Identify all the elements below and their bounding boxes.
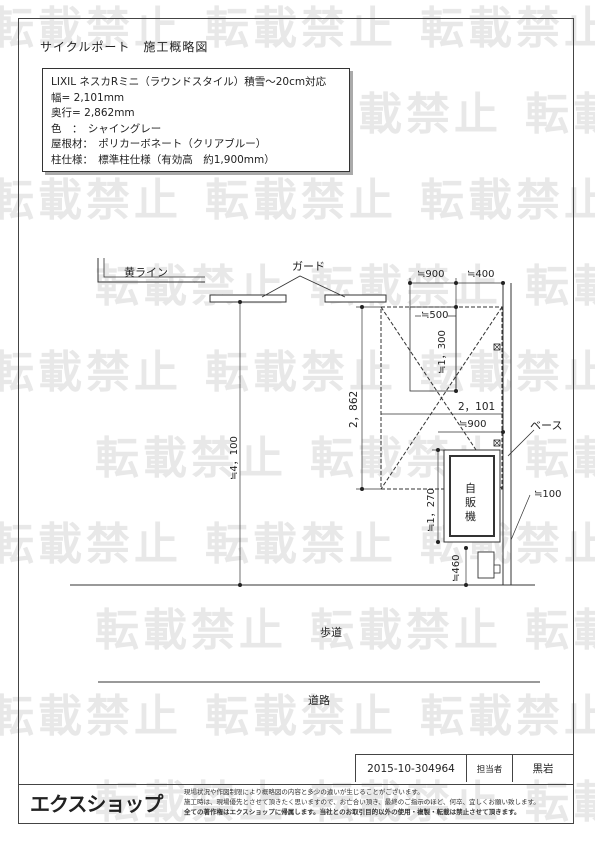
footer-notes: 現場状況や作図制限により概略図の内容と多少の違いが生じることがございます。 施工…: [184, 787, 540, 817]
yellow-line-shape: [97, 258, 205, 283]
spec-box: LIXIL ネスカRミニ（ラウンドスタイル）積雪～20cm対応 幅= 2,101…: [42, 68, 350, 172]
dim-900-top-line: [409, 278, 457, 310]
spec-line-width: 幅= 2,101mm: [51, 91, 125, 104]
footer-note: 施工時は、現場優先とさせて頂きたく思いますので、お亡合い頂き、最終のご指示のほど…: [184, 798, 540, 806]
dim-4100-label: ≒4，100: [229, 436, 240, 480]
spec-line-depth: 奥行= 2,862mm: [51, 107, 135, 119]
dim-dot: [501, 281, 505, 285]
dim-dot: [464, 583, 468, 587]
base-leader: [507, 429, 535, 457]
vending-machine: [443, 449, 501, 543]
footer: [18, 784, 574, 825]
dim-900-mid-label: ≒900: [459, 419, 487, 430]
yellow-line-shape-inner: [103, 258, 205, 278]
footer-note: 全ての著作権はエクスショップに帰属します。当社とのお取引目的以外の使用・複製・転…: [184, 808, 521, 816]
dim-1300-label: ≒1，300: [437, 330, 448, 374]
dim-2101-label: 2，101: [458, 401, 496, 413]
spec-line-color: 色 ： シャイングレー: [51, 122, 162, 135]
vending-machine-inner: [449, 455, 495, 537]
spec-line-post: 柱仕様： 標準柱仕様（有効高 約1,900mm）: [51, 153, 275, 166]
yellow-line-label: 黄ライン: [124, 266, 168, 279]
person-label: 担当者: [466, 755, 512, 782]
dim-400-top-label: ≒400: [467, 269, 495, 280]
small-unit-foot: [493, 564, 501, 574]
company-logo: エクスショップ: [30, 792, 163, 816]
vending-machine-label: 自 販 機: [465, 482, 476, 523]
dim-dot: [501, 430, 505, 434]
dim-dot: [436, 540, 440, 544]
footer-note: 現場状況や作図制限により概略図の内容と多少の違いが生じることがございます。: [184, 788, 424, 796]
dim-2862-label: 2，862: [348, 390, 360, 428]
dim-900-top-label: ≒900: [417, 269, 445, 280]
doc-info-box: 2015-10-304964 担当者 黒岩: [355, 754, 574, 782]
drawing-frame: [18, 18, 574, 824]
dim-dot: [238, 583, 242, 587]
guard-right: [324, 294, 387, 303]
sidewalk-label: 歩道: [320, 626, 342, 639]
dim-dot: [360, 487, 364, 491]
carport-diagonal-2: [380, 306, 503, 490]
spec-line-product: LIXIL ネスカRミニ（ラウンドスタイル）積雪～20cm対応: [51, 76, 327, 88]
dim-dot: [454, 281, 458, 285]
dim-dot: [454, 305, 458, 309]
dim-100-leader: [510, 494, 531, 541]
dim-1270-label: ≒1，270: [426, 488, 437, 532]
guard-leader: [261, 275, 346, 298]
guard-label: ガード: [292, 260, 325, 273]
dim-dot: [436, 448, 440, 452]
dim-460-label: ≒460: [451, 554, 462, 582]
page-title: サイクルポート 施工概略図: [40, 40, 209, 54]
dim-dot: [238, 300, 242, 304]
dim-500-label: ≒500: [421, 310, 449, 321]
dim-dot: [408, 281, 412, 285]
dim-dot: [464, 546, 468, 550]
dim-dot: [360, 305, 364, 309]
doc-id: 2015-10-304964: [367, 762, 455, 775]
spec-line-roof: 屋根材： ポリカーボネート（クリアブルー）: [51, 138, 267, 150]
person-name: 黒岩: [512, 755, 573, 782]
dim-dot: [454, 389, 458, 393]
guard-left: [209, 294, 287, 303]
road-label: 道路: [308, 694, 330, 707]
dim-100-label: ≒100: [534, 489, 562, 500]
small-unit: [477, 551, 495, 579]
base-label: ベース: [530, 419, 563, 432]
